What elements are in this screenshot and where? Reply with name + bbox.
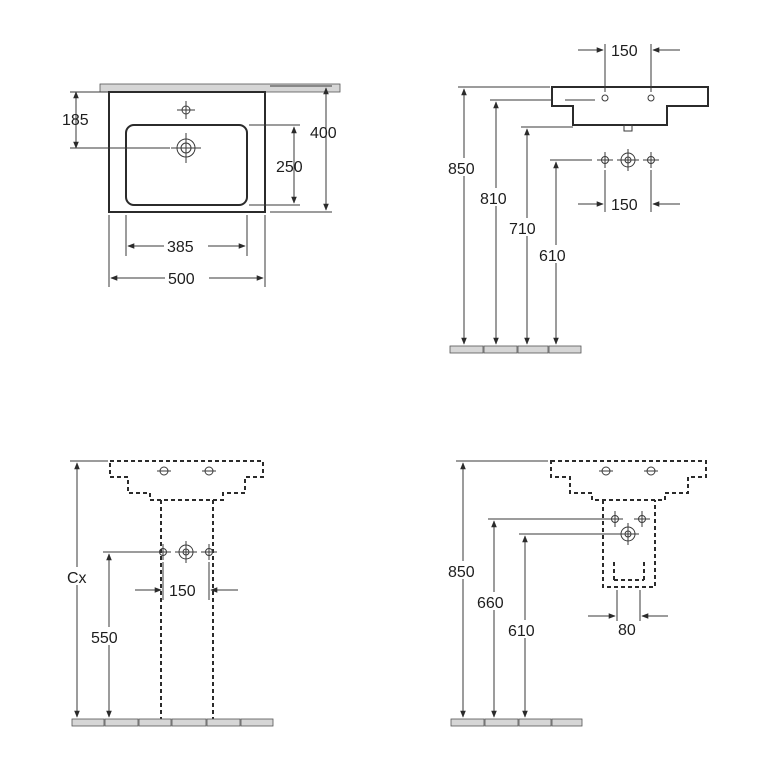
basin-dashed — [550, 460, 707, 501]
basin-dashed — [109, 460, 264, 501]
dim-80: 80 — [618, 622, 636, 639]
dim-810: 810 — [480, 191, 507, 208]
waste-outlet — [623, 124, 633, 132]
floor-block — [171, 718, 207, 727]
dim-150-top: 150 — [611, 43, 638, 60]
dim-150-wall: 150 — [611, 197, 638, 214]
floor-block — [484, 718, 519, 727]
floor-block — [104, 718, 139, 727]
dim-500: 500 — [168, 271, 195, 288]
floor-block — [138, 718, 172, 727]
floor-block — [206, 718, 241, 727]
dim-850-side: 850 — [448, 161, 475, 178]
wall-strip — [99, 83, 341, 93]
basin-profile — [551, 86, 709, 126]
basin-outline — [108, 91, 266, 213]
dim-400: 400 — [310, 125, 337, 142]
bowl-outline — [125, 124, 248, 206]
semi-pedestal-view: 850 660 610 80 — [446, 460, 707, 727]
dim-710: 710 — [509, 221, 536, 238]
floor-block — [483, 345, 518, 354]
dim-550: 550 — [91, 630, 118, 647]
floor-block — [449, 345, 484, 354]
top-view: 185 400 250 385 500 — [62, 83, 341, 288]
floor-block — [548, 345, 582, 354]
semi-pedestal-dashed — [602, 500, 656, 588]
dim-150-pedestal: 150 — [169, 583, 196, 600]
pedestal-view: Cx 550 150 — [66, 460, 274, 727]
dim-610-side: 610 — [539, 248, 566, 265]
floor-block — [517, 345, 549, 354]
dim-660: 660 — [477, 595, 504, 612]
dim-850-semi: 850 — [448, 564, 475, 581]
floor-block — [518, 718, 552, 727]
pedestal-dashed — [160, 500, 214, 720]
floor-block — [71, 718, 105, 727]
dim-385: 385 — [167, 239, 194, 256]
floor-block — [240, 718, 274, 727]
floor-block — [551, 718, 583, 727]
dim-cx: Cx — [67, 570, 87, 587]
side-view: 150 850 810 710 610 — [446, 43, 709, 354]
dim-250: 250 — [276, 159, 303, 176]
dim-610-semi: 610 — [508, 623, 535, 640]
floor-block — [450, 718, 485, 727]
dim-185: 185 — [62, 112, 89, 129]
